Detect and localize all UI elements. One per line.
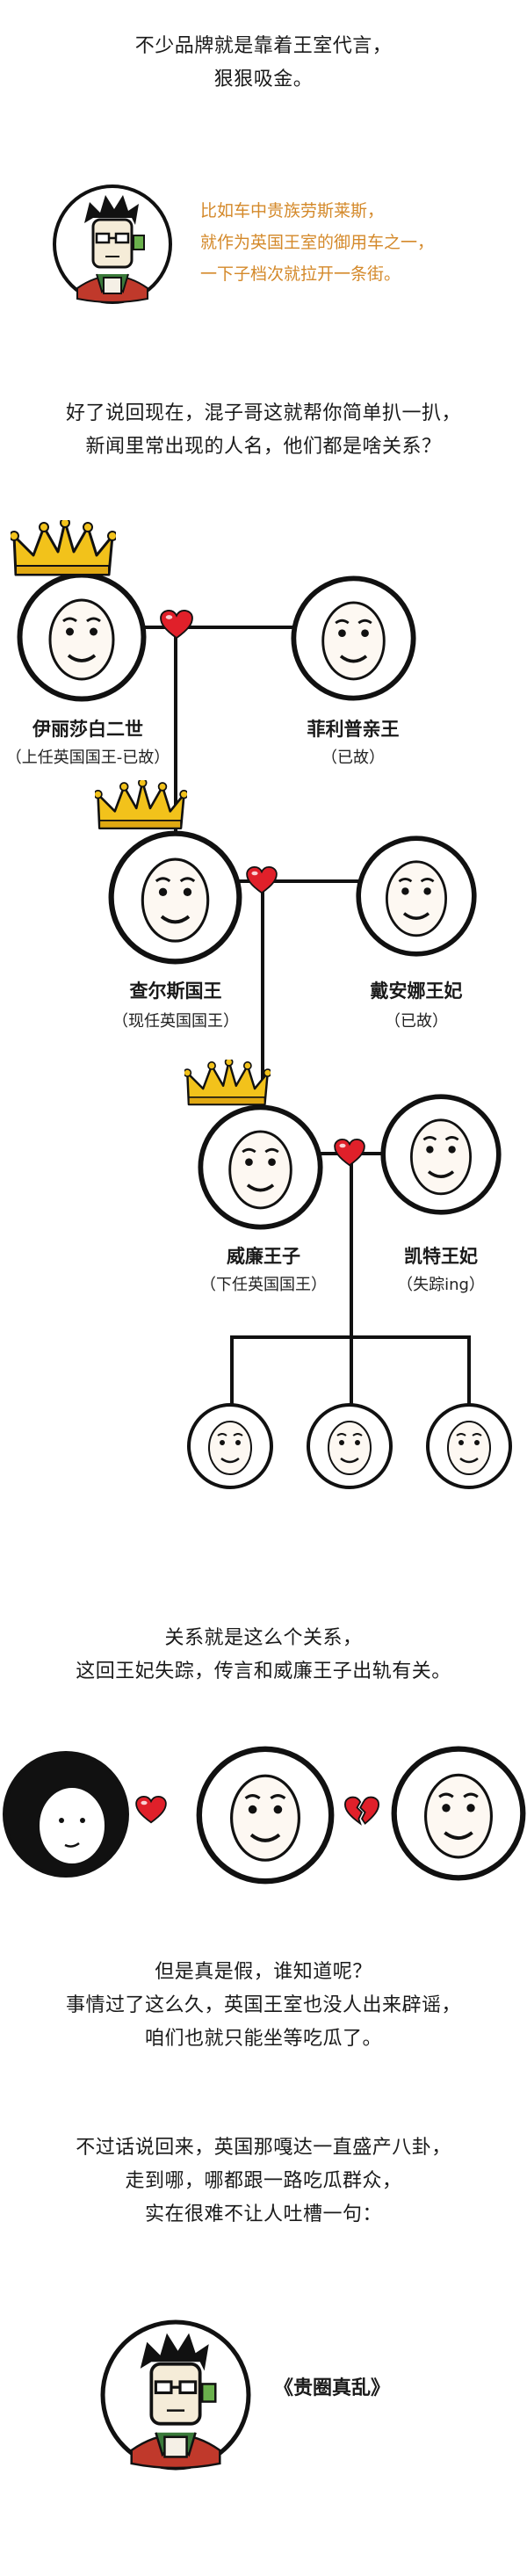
para5-line-1: 不过话说回来，英国那嘎达一直盛产八卦， xyxy=(76,2137,451,2159)
closing-title: 《贵圈真乱》 xyxy=(274,2377,391,2399)
heart-icon xyxy=(246,866,278,894)
mystery-woman-portrait xyxy=(3,1751,129,1878)
para5-line-3: 实在很难不让人吐槽一句： xyxy=(144,2203,382,2225)
diana-note: （已故） xyxy=(385,1012,448,1031)
speech-line-2: 就作为英国王室的御用车之一， xyxy=(200,233,435,252)
relationship-intro: 好了说回现在，混子哥这就帮你简单扒一扒， 新闻里常出现的人名，他们都是啥关系？ xyxy=(0,397,527,464)
connector-line xyxy=(281,1152,386,1155)
crown-icon xyxy=(11,520,116,582)
child-portrait-1 xyxy=(186,1402,274,1490)
philip-name: 菲利普亲王 xyxy=(307,719,400,740)
child-portrait-2 xyxy=(306,1402,393,1490)
philip-portrait xyxy=(290,575,417,702)
william-note: （下任英国国王） xyxy=(200,1276,327,1294)
intro-line-1: 不少品牌就是靠着王室代言， xyxy=(134,35,393,57)
connector-line xyxy=(261,881,264,1154)
intro-paragraph: 不少品牌就是靠着王室代言， 狠狠吸金。 xyxy=(0,30,527,97)
mascot-speech: 比如车中贵族劳斯莱斯， 就作为英国王室的御用车之一， 一下子档次就拉开一条街。 xyxy=(200,195,434,290)
william-portrait xyxy=(197,1103,324,1231)
diana-portrait xyxy=(355,835,478,958)
para4-line-2: 事情过了这么久，英国王室也没人出来辟谣， xyxy=(65,1994,461,2016)
para3-line-2: 这回王妃失踪，传言和威廉王子出轨有关。 xyxy=(76,1661,451,1682)
charles-name: 查尔斯国王 xyxy=(129,980,222,1002)
elizabeth-name: 伊丽莎白二世 xyxy=(32,719,143,740)
crown-icon xyxy=(95,780,187,835)
para2-line-1: 好了说回现在，混子哥这就帮你简单扒一扒， xyxy=(65,402,461,424)
para2-line-2: 新闻里常出现的人名，他们都是啥关系？ xyxy=(85,436,442,458)
uncertain-paragraph: 但是真是假，谁知道呢？ 事情过了这么久，英国王室也没人出来辟谣， 咱们也就只能坐… xyxy=(0,1956,527,2056)
connector-line xyxy=(350,1335,353,1406)
child-portrait-3 xyxy=(425,1402,513,1490)
heart-icon xyxy=(135,1796,167,1824)
connector-line xyxy=(467,1335,471,1406)
speech-line-1: 比如车中贵族劳斯莱斯， xyxy=(200,201,385,221)
broken-heart-icon xyxy=(344,1796,379,1826)
charles-portrait xyxy=(107,829,243,966)
connector-line xyxy=(176,879,386,883)
william-portrait-rumor xyxy=(195,1745,336,1885)
mascot-avatar-closing xyxy=(98,2318,253,2472)
philip-note: （已故） xyxy=(321,749,385,767)
william-name: 威廉王子 xyxy=(227,1246,300,1267)
elizabeth-portrait xyxy=(16,571,148,703)
para3-line-1: 关系就是这么个关系， xyxy=(164,1627,363,1649)
heart-icon xyxy=(334,1139,365,1167)
kate-name: 凯特王妃 xyxy=(404,1246,478,1267)
mascot-avatar xyxy=(51,183,174,306)
kate-portrait-sad xyxy=(390,1745,527,1882)
connector-line xyxy=(174,627,177,866)
rumor-paragraph: 关系就是这么个关系， 这回王妃失踪，传言和威廉王子出轨有关。 xyxy=(0,1622,527,1689)
kate-note: （失踪ing） xyxy=(397,1276,485,1294)
connector-line xyxy=(98,626,300,629)
connector-line xyxy=(230,1335,234,1406)
heart-icon xyxy=(160,610,193,640)
elizabeth-note: （上任英国国王-已故） xyxy=(5,749,170,767)
closing-paragraph: 不过话说回来，英国那嘎达一直盛产八卦， 走到哪，哪都跟一路吃瓜群众， 实在很难不… xyxy=(0,2131,527,2232)
kate-portrait xyxy=(379,1093,502,1216)
crown-icon xyxy=(184,1060,271,1111)
diana-name: 戴安娜王妃 xyxy=(370,980,463,1002)
connector-line xyxy=(350,1154,353,1336)
para5-line-2: 走到哪，哪都跟一路吃瓜群众， xyxy=(125,2170,402,2192)
para4-line-3: 咱们也就只能坐等吃瓜了。 xyxy=(144,2028,382,2050)
speech-line-3: 一下子档次就拉开一条街。 xyxy=(200,264,401,284)
intro-line-2: 狠狠吸金。 xyxy=(213,69,314,90)
charles-note: （现任英国国王） xyxy=(112,1012,239,1031)
para4-line-1: 但是真是假，谁知道呢？ xyxy=(155,1961,372,1983)
